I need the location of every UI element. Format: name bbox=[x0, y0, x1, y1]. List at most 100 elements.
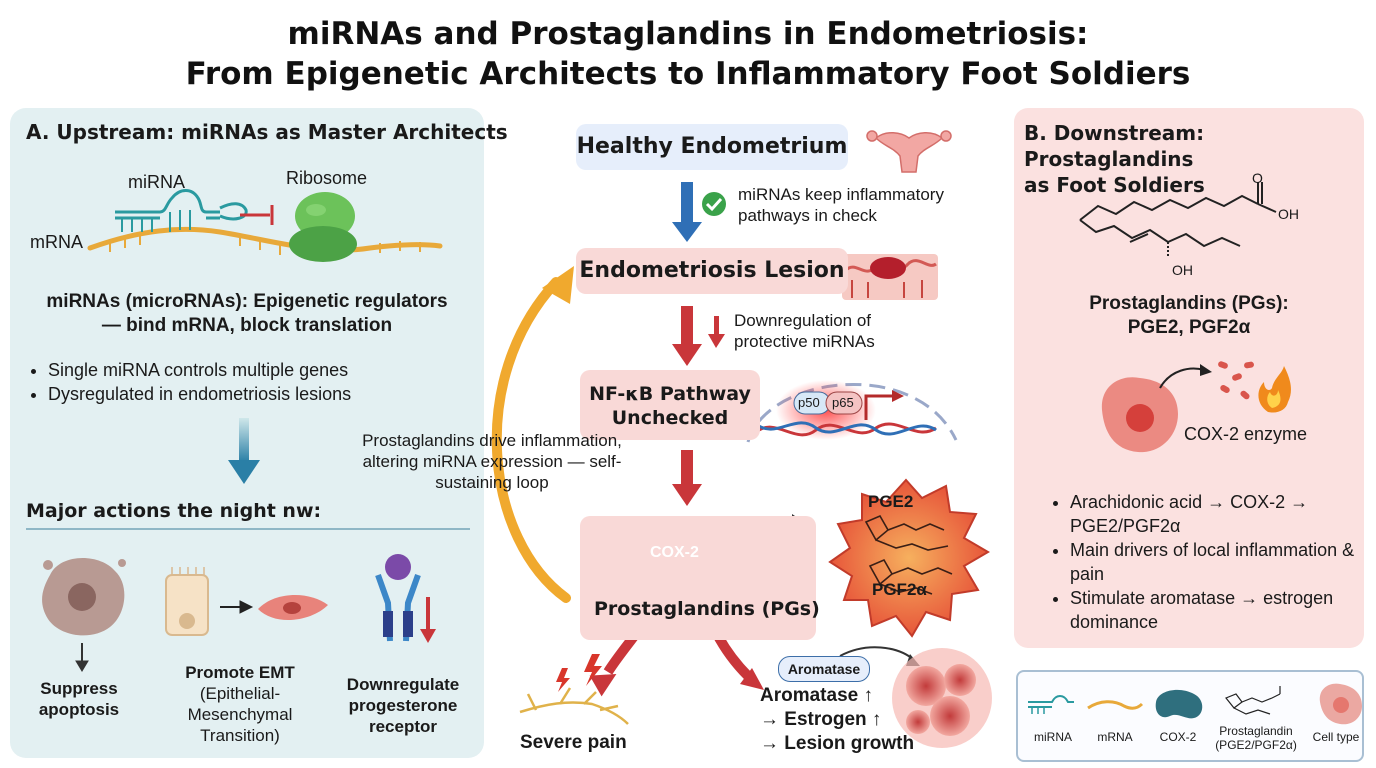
pg-title: Prostaglandins (PGs): PGE2, PGF2α bbox=[1014, 292, 1364, 340]
panel-b-heading: B. Downstream: Prostaglandins as Foot So… bbox=[1024, 120, 1376, 198]
mesenchymal-cell-icon bbox=[258, 594, 328, 621]
title-line-1: miRNAs and Prostaglandins in Endometrios… bbox=[287, 16, 1089, 52]
secretion-arrow bbox=[1159, 367, 1205, 389]
panel-a-heading: A. Upstream: miRNAs as Master Architects bbox=[26, 120, 508, 144]
prostaglandin-structure-icon bbox=[1079, 182, 1277, 258]
mirna-definition-line-1: miRNAs (microRNAs): Epigenetic regulator… bbox=[46, 291, 448, 312]
nerve-pain-icon bbox=[519, 687, 629, 725]
pg-title-line-1: Prostaglandins (PGs): bbox=[1089, 293, 1289, 314]
cox2-cell-illustration bbox=[1101, 361, 1291, 453]
cox2-label: COX-2 bbox=[650, 544, 699, 561]
downregulation-note: Downregulation of protective miRNAs bbox=[734, 311, 875, 351]
down-arrow-icon bbox=[228, 418, 260, 484]
mrna-label: mRNA bbox=[30, 232, 83, 252]
check-icon bbox=[702, 192, 726, 216]
legend-icons bbox=[1028, 683, 1362, 725]
pge2-label: PGE2 bbox=[868, 492, 914, 511]
nfkb-line-1: NF-κB Pathway bbox=[589, 383, 751, 405]
nfkb-nucleus-icon bbox=[746, 380, 958, 443]
epithelial-cell-icon bbox=[165, 567, 209, 636]
action-downregulate-pr: Downregulate progesterone receptor bbox=[346, 675, 460, 736]
panel-b-heading-line-2: as Foot Soldiers bbox=[1024, 173, 1205, 197]
oh-bottom-label: OH bbox=[1172, 262, 1193, 278]
p65-label: p65 bbox=[832, 395, 854, 410]
ribosome-icon bbox=[289, 192, 357, 262]
progesterone-receptor-icon bbox=[375, 554, 421, 642]
prostaglandin-node-background bbox=[580, 516, 816, 640]
o-label: O bbox=[1252, 170, 1263, 186]
downregulation-small-arrow-icon bbox=[708, 316, 725, 348]
inhibition-arrow-icon bbox=[240, 205, 274, 225]
cell-icon bbox=[1101, 377, 1178, 453]
feedback-loop-arrow bbox=[491, 266, 574, 603]
lesion-to-nfkb-arrow bbox=[672, 306, 702, 366]
outcome-lesion-growth: → Lesion growth bbox=[760, 733, 915, 754]
action-emt-detail: (Epithelial-Mesenchymal Transition) bbox=[187, 684, 293, 745]
pgf2a-label: PGF2α bbox=[872, 580, 927, 599]
legend-cell-icon bbox=[1319, 683, 1362, 725]
cox2-enzyme-label: COX-2 enzyme bbox=[1184, 424, 1308, 444]
panel-a-bullet: Dysregulated in endometriosis lesions bbox=[48, 382, 488, 406]
title-line-2: From Epigenetic Architects to Inflammato… bbox=[185, 56, 1191, 92]
severe-pain-label: Severe pain bbox=[520, 732, 627, 753]
legend-mrna-icon bbox=[1087, 700, 1144, 710]
mirna-hairpin-icon bbox=[115, 189, 248, 232]
prostaglandins-label: Prostaglandins (PGs) bbox=[594, 598, 820, 620]
mirna-binding-illustration bbox=[87, 189, 443, 262]
legend-label-prostaglandin: Prostaglandin (PGE2/PGF2α) bbox=[1215, 724, 1297, 752]
nfkb-to-pg-arrow bbox=[672, 450, 702, 506]
panel-b-heading-line-1: B. Downstream: Prostaglandins bbox=[1024, 121, 1205, 171]
pg-title-line-2: PGE2, PGF2α bbox=[1127, 317, 1251, 338]
outcome-estrogen: → Estrogen ↑ bbox=[760, 709, 882, 730]
action-promote-emt: Promote EMT (Epithelial-Mesenchymal Tran… bbox=[170, 662, 310, 746]
legend-label-cell-type: Cell type bbox=[1312, 730, 1360, 744]
actions-heading: Major actions the night nw: bbox=[26, 500, 322, 522]
prostaglandin-particles bbox=[1218, 361, 1254, 400]
lightning-icon bbox=[556, 654, 602, 692]
page-title: miRNAs and Prostaglandins in Endometrios… bbox=[0, 14, 1376, 94]
endometriosis-lesion-node: Endometriosis Lesion bbox=[576, 248, 848, 294]
panel-a-bullets: Single miRNA controls multiple genes Dys… bbox=[26, 358, 488, 406]
mirna-definition-line-2: — bind mRNA, block translation bbox=[101, 315, 393, 336]
legend: miRNA mRNA COX-2 Prostaglandin (PGE2/PGF… bbox=[1016, 670, 1364, 762]
feedback-loop-note: Prostaglandins drive inflammation, alter… bbox=[362, 431, 622, 492]
legend-label-cox2: COX-2 bbox=[1159, 730, 1197, 744]
arrow-right-icon bbox=[220, 600, 254, 614]
flame-icon bbox=[1258, 366, 1291, 413]
lesion-tissue-icon bbox=[842, 254, 938, 300]
panel-b-bullet: Arachidonic acid → COX-2 → PGE2/PGF2α bbox=[1070, 490, 1376, 538]
arrowhead bbox=[1200, 364, 1212, 376]
downregulation-arrow-icon bbox=[420, 597, 436, 643]
lesion-growth-icon bbox=[892, 648, 992, 748]
nfkb-pathway-node: NF-κB Pathway Unchecked bbox=[580, 370, 760, 440]
mirna-definition: miRNAs (microRNAs): Epigenetic regulator… bbox=[10, 290, 484, 338]
oh-top-label: OH bbox=[1278, 206, 1299, 222]
aromatase-badge: Aromatase bbox=[778, 656, 870, 682]
outcome-text: Aromatase ↑ → Estrogen ↑ → Lesion growth bbox=[760, 684, 914, 756]
ribosome-label: Ribosome bbox=[286, 168, 368, 188]
uterus-icon bbox=[866, 130, 952, 173]
legend-prostaglandin-icon bbox=[1225, 686, 1281, 715]
legend-label-mrna: mRNA bbox=[1097, 730, 1133, 744]
mirna-check-note: miRNAs keep inflammatory pathways in che… bbox=[738, 185, 944, 225]
panel-b-background bbox=[1014, 108, 1364, 648]
legend-cox2-icon bbox=[1155, 689, 1203, 719]
panel-b-bullet: Main drivers of local inflammation & pai… bbox=[1070, 538, 1376, 586]
actions-illustration bbox=[42, 554, 436, 672]
aromatase-to-lesion-arrow bbox=[839, 646, 915, 661]
legend-mirna-icon bbox=[1028, 695, 1074, 714]
healthy-endometrium-node: Healthy Endometrium bbox=[576, 124, 848, 170]
panel-a-bullet: Single miRNA controls multiple genes bbox=[48, 358, 488, 382]
prostaglandin-burst-icon bbox=[828, 478, 990, 638]
action-emt-title: Promote EMT bbox=[185, 663, 295, 682]
down-arrow-icon bbox=[75, 643, 89, 672]
nfkb-line-2: Unchecked bbox=[611, 407, 729, 429]
actions-divider bbox=[26, 528, 470, 530]
action-suppress-apoptosis: Suppress apoptosis bbox=[38, 679, 120, 719]
panel-b-bullet: Stimulate aromatase → estrogen dominance bbox=[1070, 586, 1376, 634]
healthy-to-lesion-arrow bbox=[672, 182, 702, 242]
outcome-aromatase: Aromatase ↑ bbox=[760, 685, 873, 706]
apoptotic-cell-icon bbox=[42, 557, 126, 636]
mrna-ticks bbox=[109, 235, 421, 255]
legend-label-mirna: miRNA bbox=[1034, 730, 1072, 744]
